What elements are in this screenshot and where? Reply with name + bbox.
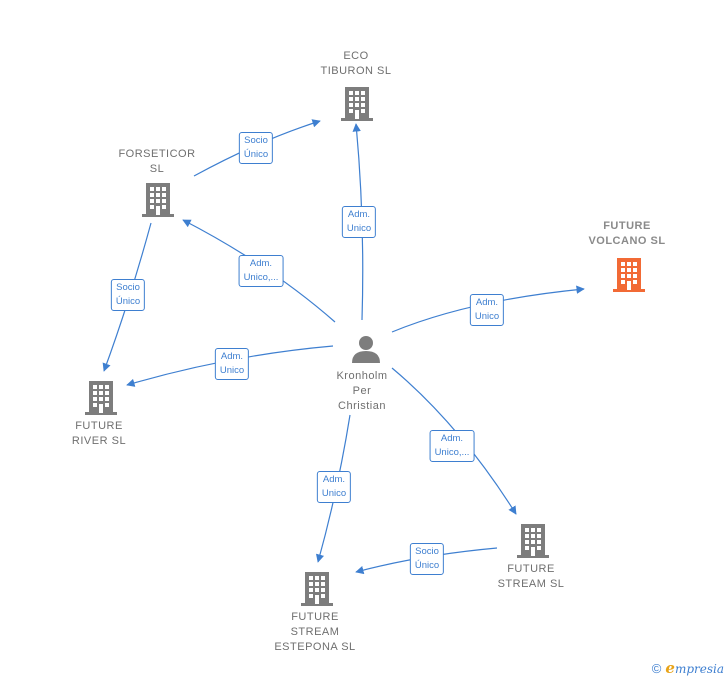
copyright-symbol: ©: [651, 661, 662, 676]
building-icon: [341, 85, 373, 121]
edge-label-kronholm-forseticor: Adm. Unico,...: [238, 255, 284, 287]
edge-label-kronholm-eco: Adm. Unico: [341, 206, 377, 238]
person-icon: [352, 336, 380, 363]
building-icon: [85, 379, 117, 415]
node-label-future-volcano[interactable]: FUTURE VOLCANO SL: [588, 220, 666, 247]
node-label-future-stream-estepona[interactable]: FUTURE STREAM ESTEPONA SL: [274, 611, 356, 653]
node-label-eco-tiburon[interactable]: ECO TIBURON SL: [320, 50, 392, 77]
building-icon: [517, 522, 549, 558]
node-label-future-river[interactable]: FUTURE RIVER SL: [71, 420, 127, 447]
building-icon-highlight: [613, 256, 645, 292]
brand-logo: empresia: [665, 659, 724, 677]
edge-label-kronholm-stream: Adm. Unico,...: [429, 430, 475, 462]
node-label-future-stream[interactable]: FUTURE STREAM SL: [497, 563, 565, 590]
building-icon: [301, 570, 333, 606]
edge-label-kronholm-river: Adm. Unico: [214, 348, 250, 380]
edge-label-stream-estepona: Socio Único: [409, 543, 445, 575]
edge-label-forseticor-river: Socio Único: [110, 279, 146, 311]
brand-footer: ©empresia: [652, 659, 724, 677]
edge-label-forseticor-eco: Socio Único: [238, 132, 274, 164]
edge-label-kronholm-volcano: Adm. Unico: [469, 294, 505, 326]
building-icon: [142, 181, 174, 217]
node-label-kronholm[interactable]: Kronholm Per Christian: [336, 370, 388, 412]
node-label-forseticor[interactable]: FORSETICOR SL: [118, 148, 196, 175]
edge-label-kronholm-estepona: Adm. Unico: [316, 471, 352, 503]
